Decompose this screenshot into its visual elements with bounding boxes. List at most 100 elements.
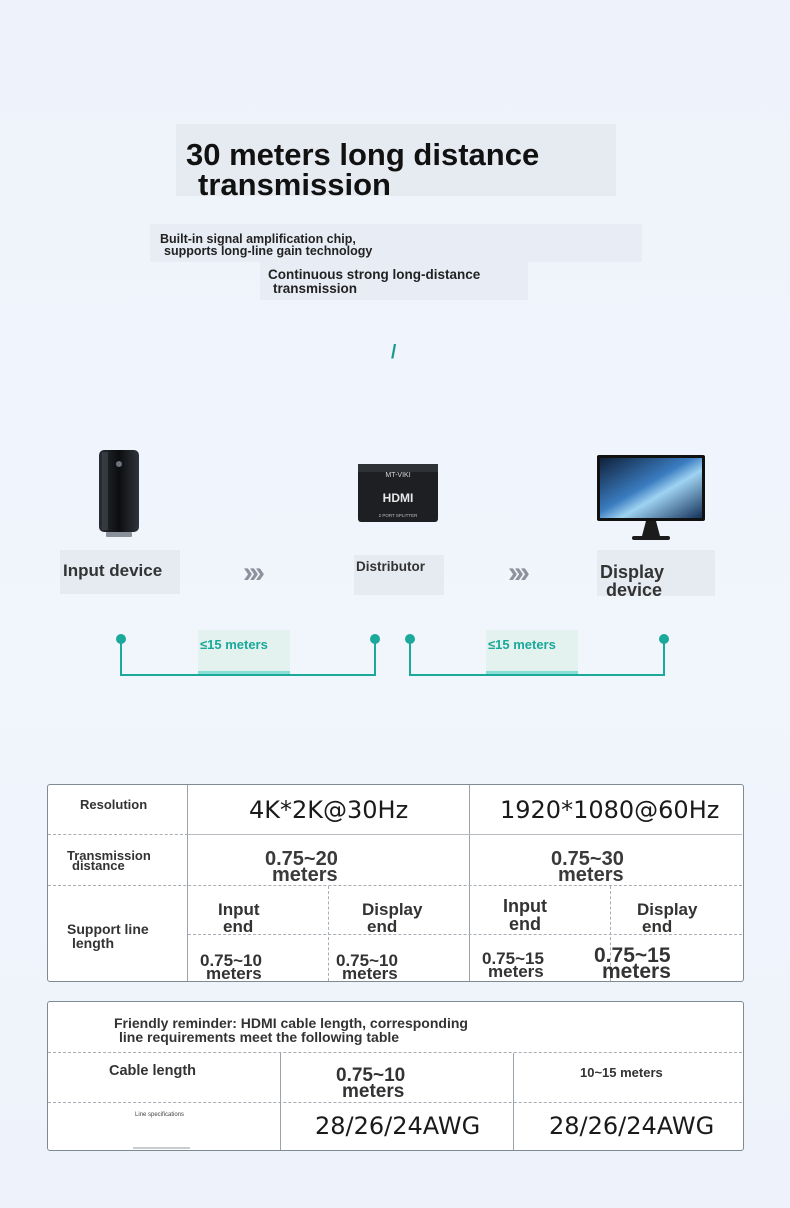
friendly-reminder: Friendly reminder: HDMI cable length, co… [114,1016,468,1044]
cable-length-short: 0.75~10 meters [336,1065,406,1102]
value-line: meters [342,1081,405,1102]
subtitle-1-line-1: Built-in signal amplification chip, [160,232,356,246]
spec-table [47,784,744,982]
subtitle-1-line-2: supports long-line gain technology [164,244,373,258]
awg-spec-long: 28/26/24AWG [549,1112,715,1140]
resolution-1080: 1920*1080@60Hz [500,796,720,824]
value-line: 0.75~30 [551,848,624,870]
header-line: end [642,917,673,936]
connector-line [409,674,665,676]
line-spec-label: Line specifications [135,1112,185,1118]
cable-length-long: 10~15 meters [580,1065,663,1080]
distributor-label: Distributor [356,559,425,574]
distance-label-background [198,630,290,672]
distributor-label-background [354,555,444,595]
header-line: end [223,917,254,936]
table-divider [48,885,742,886]
display-device-image [597,455,705,540]
cable-length-label: Cable length [109,1063,197,1079]
splitter-model: 2 PORT SPLITTER [379,513,419,518]
value-line: 0.75~15 [594,944,671,967]
awg-spec-short: 28/26/24AWG [315,1112,481,1140]
resolution-4k: 4K*2K@30Hz [249,796,409,824]
input-device-image [99,450,139,537]
header-line: Display [362,900,423,919]
value-line: meters [206,964,262,983]
value-line: 0.75~20 [265,848,338,870]
splitter-brand: MT-VIKI [385,472,410,479]
line-length-value: 0.75~10 meters [336,951,398,983]
display-label-line-1: Display [600,562,665,582]
input-label-background [60,550,180,594]
connector-line [120,640,122,676]
line-length-value: 0.75~15 meters [594,944,671,983]
trans-distance-4k: 0.75~20 meters [265,848,338,886]
line-length-value: 0.75~15 meters [482,949,544,981]
table-divider [188,934,742,935]
table-divider [280,1053,281,1150]
label-line: distance [72,858,125,873]
header-line: Display [637,900,698,919]
left-distance-label: ≤15 meters [200,637,268,652]
table-divider [48,1102,742,1103]
page-title: 30 meters long distance transmission [186,137,626,200]
input-device-label: Input device [63,561,163,580]
connector-line [374,640,376,676]
resolution-label: Resolution [80,797,148,812]
distance-underline [486,671,578,674]
line-length-value: 0.75~10 meters [200,951,262,983]
subtitle-2: Continuous strong long-distance transmis… [268,268,480,296]
display-label-background [597,550,715,596]
display-label-line-2: device [606,580,663,600]
value-line: meters [488,962,544,981]
slash-mark: / [391,342,397,363]
value-line: meters [272,864,338,886]
header-line: Input [503,896,547,916]
display-end-header-1080: Display end [637,901,697,935]
value-line: 0.75~10 [336,951,398,970]
table-divider [48,1052,742,1053]
right-distance-label: ≤15 meters [488,637,556,652]
connector-dot [370,634,380,644]
header-line: Input [218,900,260,919]
subtitle-1: Built-in signal amplification chip, supp… [160,232,373,258]
value-line: 0.75~15 [482,949,544,968]
connector-line [663,640,665,676]
table-divider [187,785,188,981]
table-divider [48,834,188,835]
subtitle-2-line-2: transmission [273,281,358,296]
line-spec-underline [133,1147,190,1149]
value-line: 0.75~10 [336,1065,406,1086]
value-line: meters [342,964,398,983]
splitter-device-image: MT-VIKI HDMI 2 PORT SPLITTER [358,464,438,522]
reminder-line: line requirements meet the following tab… [119,1029,400,1045]
arrow-chevrons-icon-right: ››› [508,556,530,589]
connector-line [409,640,411,676]
table-divider [188,834,742,835]
input-end-header-4k: Input end [218,901,260,935]
connector-dot [405,634,415,644]
value-line: 0.75~10 [200,951,262,970]
transmission-distance-label: Transmission distance [67,848,151,873]
splitter-logo: HDMI [383,491,414,505]
input-end-header-1080: Input end [503,897,547,933]
arrow-chevrons-icon-left: ››› [243,556,265,589]
cable-table [47,1001,744,1151]
title-background [176,124,616,196]
distance-underline [198,671,290,674]
subtitle-background-1 [150,224,642,262]
table-divider [513,1053,514,1150]
trans-distance-1080: 0.75~30 meters [551,848,624,885]
table-divider [328,886,329,981]
subtitle-background-2 [260,262,528,300]
label-line: Support line [67,921,149,937]
connector-line [120,674,376,676]
title-line-1: 30 meters long distance [186,137,540,172]
distance-label-background [486,630,578,672]
label-line: length [72,935,114,951]
value-line: meters [602,960,671,983]
reminder-line: Friendly reminder: HDMI cable length, co… [114,1015,468,1031]
display-device-label: Display device [600,563,664,599]
label-line: Transmission [67,848,151,863]
connector-dot [116,634,126,644]
